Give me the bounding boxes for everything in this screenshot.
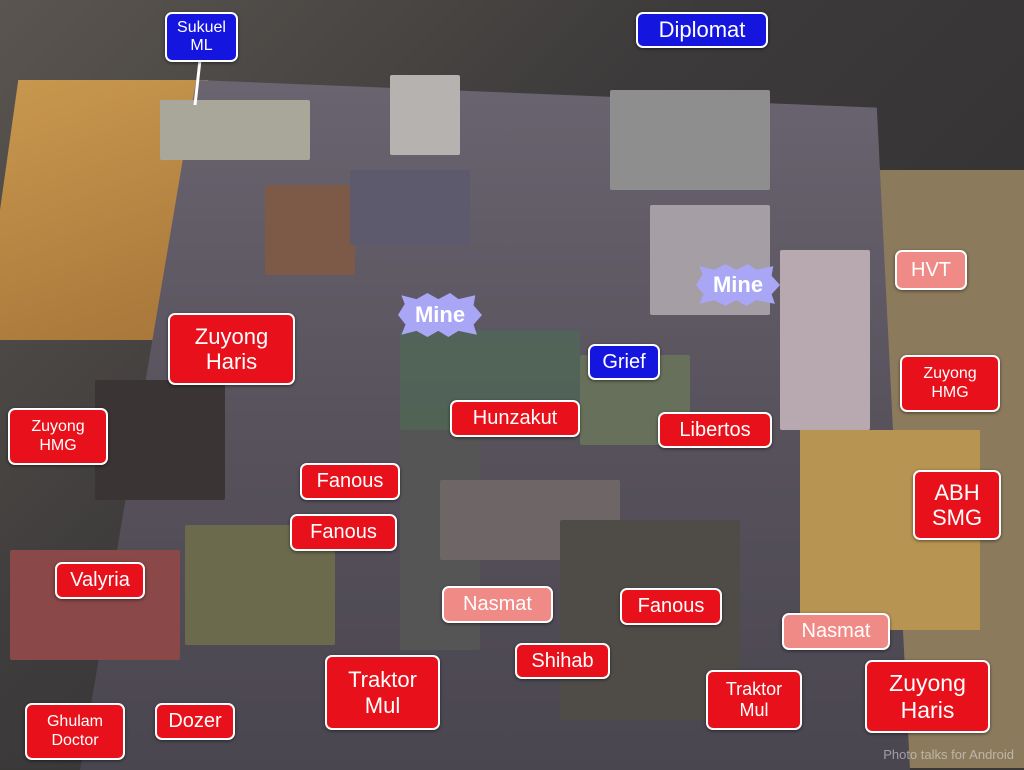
label-mine-left: Mine [398, 293, 482, 337]
label-nasmat-1: Nasmat [442, 586, 553, 623]
label-zuyong-hmg-left: Zuyong HMG [8, 408, 108, 465]
label-hunzakut: Hunzakut [450, 400, 580, 437]
label-mine-right: Mine [696, 264, 780, 306]
terrain-walkway [95, 380, 225, 500]
terrain-building [780, 250, 870, 430]
label-hvt: HVT [895, 250, 967, 290]
watermark: Photo talks for Android [883, 747, 1014, 762]
label-shihab: Shihab [515, 643, 610, 679]
terrain-building [160, 100, 310, 160]
label-fanous-1: Fanous [300, 463, 400, 500]
label-nasmat-2: Nasmat [782, 613, 890, 650]
label-diplomat: Diplomat [636, 12, 768, 48]
label-traktor-mul-2: Traktor Mul [706, 670, 802, 730]
label-fanous-2: Fanous [290, 514, 397, 551]
terrain-building [350, 170, 470, 245]
label-dozer: Dozer [155, 703, 235, 740]
label-zuyong-hmg-right: Zuyong HMG [900, 355, 1000, 412]
label-sukuel-ml: Sukuel ML [165, 12, 238, 62]
label-traktor-mul-1: Traktor Mul [325, 655, 440, 730]
terrain-building [610, 90, 770, 190]
label-abh-smg: ABH SMG [913, 470, 1001, 540]
label-ghulam-doctor: Ghulam Doctor [25, 703, 125, 760]
terrain-building [265, 185, 355, 275]
terrain-building [390, 75, 460, 155]
label-valyria: Valyria [55, 562, 145, 599]
label-fanous-3: Fanous [620, 588, 722, 625]
label-grief: Grief [588, 344, 660, 380]
label-zuyong-haris-top: Zuyong Haris [168, 313, 295, 385]
label-zuyong-haris-bottom: Zuyong Haris [865, 660, 990, 733]
label-libertos: Libertos [658, 412, 772, 448]
